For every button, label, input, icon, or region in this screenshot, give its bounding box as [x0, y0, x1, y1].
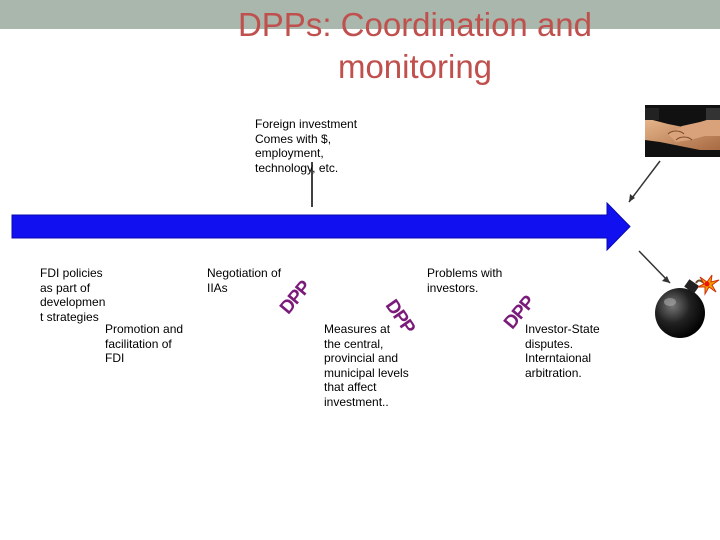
problems-label: Problems with investors.	[427, 266, 502, 295]
measures-line: the central,	[324, 336, 384, 351]
measures-line: investment..	[324, 394, 389, 409]
disputes-line: arbitration.	[525, 365, 582, 380]
problems-line: investors.	[427, 280, 479, 295]
measures-line: Measures at	[324, 322, 391, 336]
handshake-pointer-head	[629, 194, 635, 202]
bomb-pointer-head	[662, 276, 670, 283]
foreign-investment-line: Comes with $,	[255, 131, 332, 146]
fdi-policies-line: t strategies	[40, 309, 99, 324]
slide-title: DPPs: Coordination and monitoring	[200, 4, 630, 88]
disputes-line: disputes.	[525, 336, 574, 351]
fdi-policies-line: developmen	[40, 295, 106, 309]
title-line-2: monitoring	[337, 48, 493, 85]
handshake-icon	[645, 105, 720, 157]
fdi-policies-label: FDI policies as part of developmen t str…	[40, 266, 105, 324]
disputes-line: Interntaional	[525, 351, 592, 365]
promotion-line: FDI	[105, 351, 125, 365]
promotion-label: Promotion and facilitation of FDI	[105, 322, 183, 366]
negotiation-line: IIAs	[207, 280, 228, 295]
handshake-pointer	[628, 160, 661, 203]
measures-line: that affect	[324, 380, 377, 394]
foreign-investment-label: Foreign investment Comes with $, employm…	[255, 117, 357, 175]
timeline-arrow	[11, 201, 631, 252]
foreign-investment-line: employment,	[255, 146, 324, 160]
negotiation-line: Negotiation of	[207, 266, 282, 280]
disputes-line: Investor-State	[525, 322, 600, 336]
title-band	[0, 0, 720, 29]
foreign-investment-line: technology, etc.	[255, 160, 339, 175]
measures-line: municipal levels	[324, 365, 409, 380]
foreign-investment-line: Foreign investment	[255, 117, 358, 131]
promotion-line: facilitation of	[105, 336, 172, 351]
title-line-1: DPPs: Coordination and	[237, 6, 593, 43]
bomb-pointer	[638, 250, 671, 284]
negotiation-label: Negotiation of IIAs	[207, 266, 281, 295]
measures-line: provincial and	[324, 351, 399, 365]
bomb-icon	[655, 274, 720, 338]
fdi-policies-line: as part of	[40, 280, 91, 295]
disputes-label: Investor-State disputes. Interntaional a…	[525, 322, 600, 380]
fdi-policies-line: FDI policies	[40, 266, 103, 280]
measures-label: Measures at the central, provincial and …	[324, 322, 409, 409]
problems-line: Problems with	[427, 266, 503, 280]
promotion-line: Promotion and	[105, 322, 184, 336]
